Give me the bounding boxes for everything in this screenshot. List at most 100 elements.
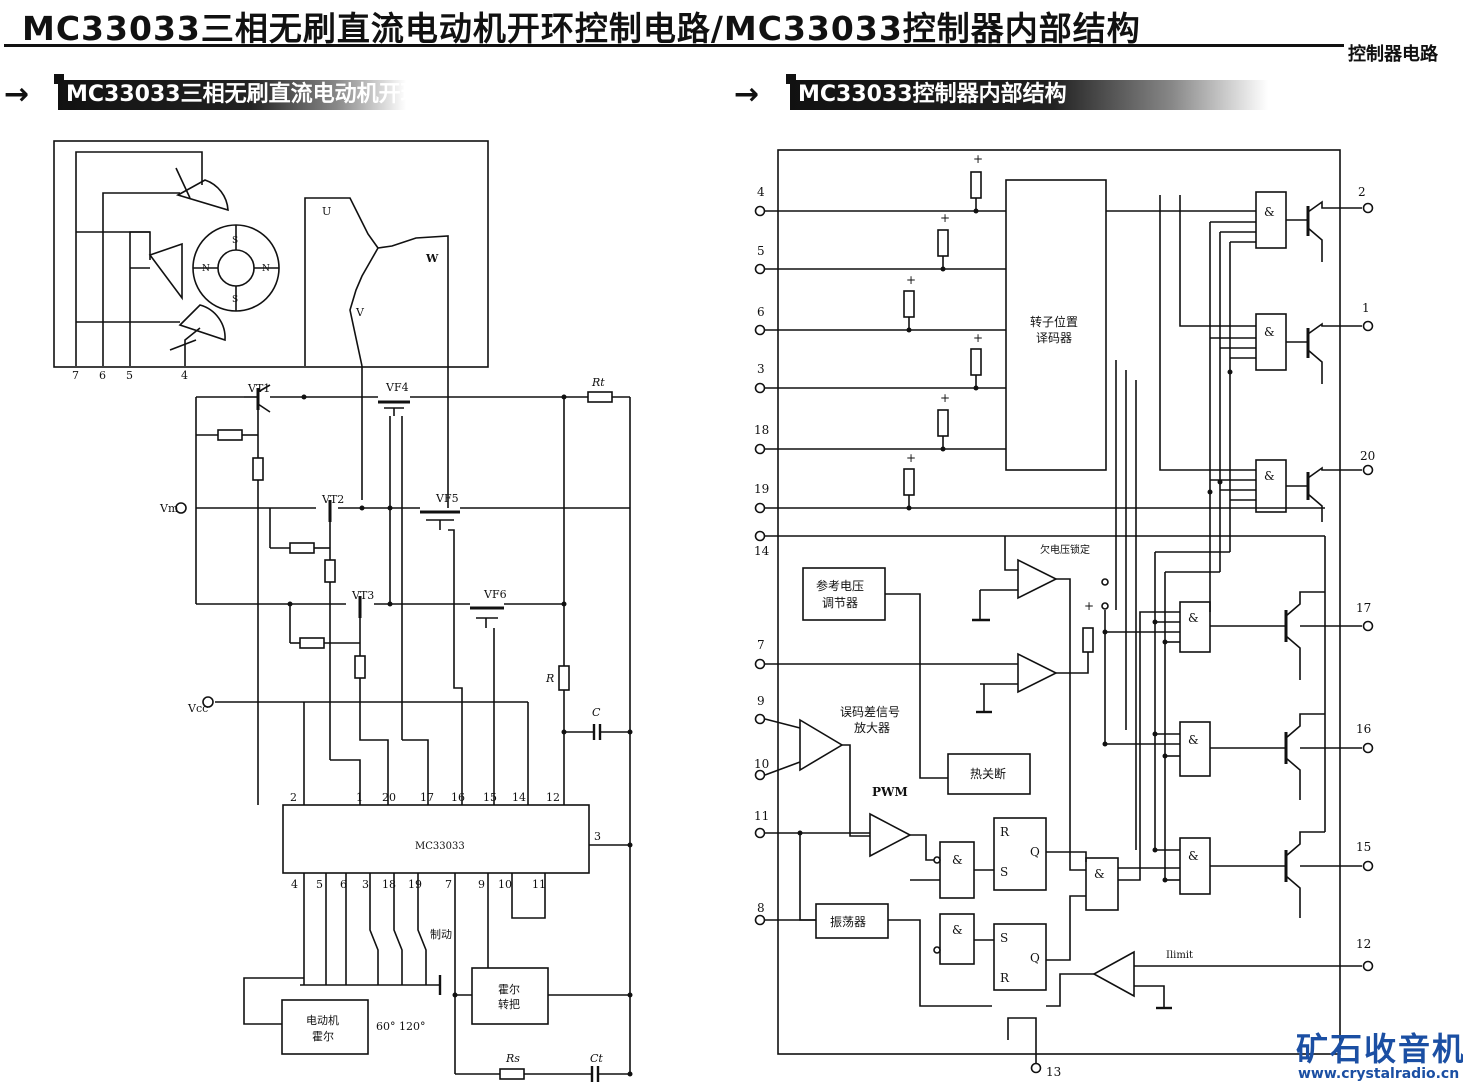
resistor-r — [558, 665, 570, 691]
ic-pin: 6 — [340, 878, 347, 891]
winding-w — [377, 235, 449, 366]
hall-box-line2: 霍尔 — [312, 1030, 334, 1043]
plus-sign: + — [940, 211, 950, 225]
c-label: C — [592, 706, 601, 719]
ic-pin: 20 — [382, 791, 396, 804]
pin-label: 20 — [1360, 449, 1375, 463]
watermark-url: www.crystalradio.cn — [1298, 1066, 1460, 1082]
rotor-pole: S — [232, 236, 238, 246]
and-symbol: & — [1188, 849, 1199, 863]
motor-pin-label: 4 — [181, 369, 188, 382]
pin-label: 2 — [1358, 185, 1366, 199]
hall-box-line1: 电动机 — [306, 1013, 339, 1027]
motor-pin-label: 5 — [126, 369, 133, 382]
rs-label: Rs — [505, 1052, 520, 1065]
ff-label: R — [1000, 825, 1010, 839]
rs-flipflop-2 — [993, 923, 1047, 991]
category-label: 控制器电路 — [1348, 44, 1438, 65]
rotor-pole: S — [232, 295, 238, 305]
pin-label: 1 — [1362, 301, 1370, 315]
ff-label: S — [1000, 865, 1008, 879]
ic-pin: 9 — [478, 878, 485, 891]
angle-label: 60° 120° — [376, 1020, 426, 1033]
thermal-shutdown-box — [947, 753, 1031, 795]
pin13-wire — [1007, 1017, 1037, 1064]
and-symbol: & — [952, 853, 963, 867]
winding-u-label: U — [322, 205, 331, 218]
plus-sign: + — [1084, 599, 1094, 613]
vcc-terminal[interactable] — [202, 696, 214, 708]
pwm-label: PWM — [872, 785, 908, 799]
rotor-decoder-box — [1005, 179, 1107, 471]
ic-pin: 2 — [290, 791, 297, 804]
vt1-emitter — [257, 403, 271, 413]
vf5-to-16 — [448, 529, 463, 805]
transistor-label: VT3 — [351, 589, 374, 602]
decoder-lower-out — [1115, 360, 1137, 850]
oscillator-label: 振荡器 — [830, 915, 866, 929]
hall-handle-box — [471, 967, 549, 1025]
current-comparator — [1017, 652, 1058, 694]
bottom-gate-inputs — [1101, 551, 1230, 881]
left-arrow-icon: → — [4, 77, 30, 112]
osc-out — [888, 919, 992, 1007]
ff-label: S — [1000, 931, 1008, 945]
vm-terminal[interactable] — [175, 502, 187, 514]
and-symbol: & — [952, 923, 963, 937]
watermark-logo: 矿石收音机 — [1296, 1030, 1463, 1068]
rotor-pole: N — [262, 264, 270, 274]
pin-label: 19 — [754, 482, 769, 496]
dec-out3 — [1159, 195, 1256, 471]
and-symbol: & — [1094, 867, 1105, 881]
reference-line1: 参考电压 — [816, 578, 864, 593]
page-title: MC33033三相无刷直流电动机开环控制电路/MC33033控制器内部结构 — [22, 9, 1141, 48]
terminals — [754, 202, 1374, 1074]
hall-sensor-bottom — [178, 304, 226, 342]
pin-label: 4 — [757, 185, 765, 199]
ic-pin: 19 — [408, 878, 422, 891]
thermal-label: 热关断 — [970, 766, 1006, 781]
plus-sign: + — [906, 451, 916, 465]
motor-enclosure — [53, 140, 489, 368]
ic-pin: 3 — [362, 878, 369, 891]
input-9 — [764, 718, 801, 729]
ilimit-comparator — [1092, 950, 1135, 998]
and-gate-top3 — [1255, 459, 1287, 513]
hall-wire-6 — [102, 192, 180, 366]
pin-label: 3 — [757, 362, 765, 376]
left-circuit — [53, 140, 633, 1082]
pin10-11 — [511, 873, 546, 919]
winding-w-label: W — [425, 252, 439, 265]
plus-sign: + — [906, 273, 916, 287]
and-symbol: & — [1264, 205, 1275, 219]
error-amp-line2: 放大器 — [854, 720, 890, 735]
ic-name: MC33033 — [415, 841, 465, 852]
top-drivers — [1286, 200, 1362, 522]
decoder-line1: 转子位置 — [1030, 314, 1078, 329]
hall-lead-top — [175, 167, 191, 199]
ic-pin: 15 — [483, 791, 497, 804]
inverter-bubble — [933, 946, 941, 954]
ref-to-thermal — [885, 593, 948, 779]
transistor-label: VF5 — [435, 492, 459, 505]
and-gate-bottom2 — [1179, 721, 1211, 777]
pwm-comparator — [869, 812, 912, 858]
left-section-banner: MC33033三相无刷直流电动机开环控制电路 — [54, 74, 511, 110]
rotor-pole: N — [202, 264, 210, 274]
uv-in — [1004, 536, 1018, 571]
vt2-to-1 — [330, 759, 361, 805]
ct-label: Ct — [590, 1052, 603, 1065]
ff-label: Q — [1030, 951, 1040, 965]
vt1-collector — [257, 384, 271, 393]
ic-pin: 11 — [532, 878, 546, 891]
resistor — [299, 637, 325, 649]
hall-wire-5 — [129, 231, 151, 366]
pin-label: 6 — [757, 305, 765, 319]
ilimit-ref — [1134, 985, 1165, 1008]
ic-pin: 3 — [594, 830, 601, 843]
uv-out — [1056, 578, 1086, 871]
hall-handle-line1: 霍尔 — [498, 983, 520, 996]
brake-label: 制动 — [430, 928, 452, 941]
reference-regulator-box — [802, 567, 886, 621]
